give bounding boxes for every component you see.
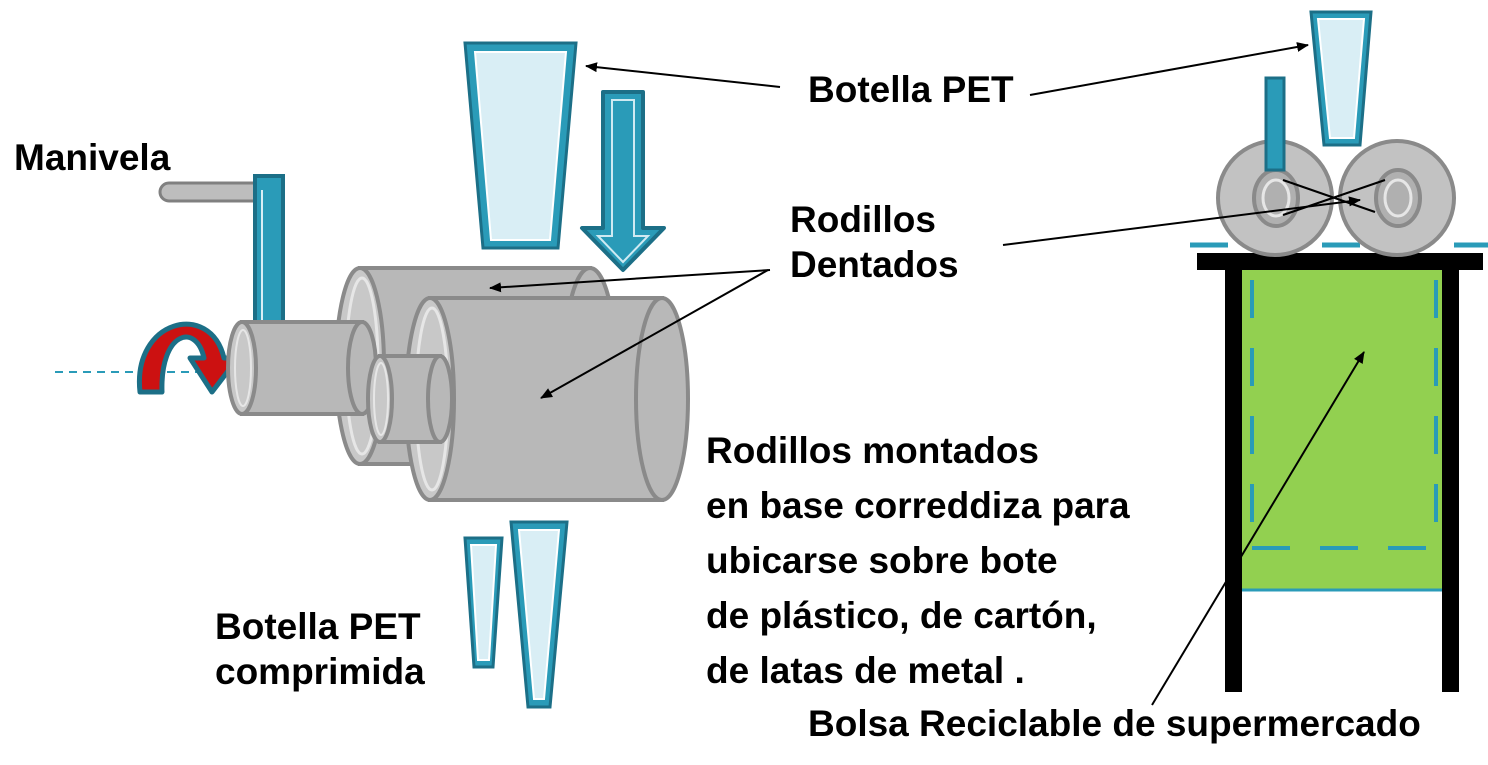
label-bolsa-reciclable: Bolsa Reciclable de supermercado bbox=[808, 703, 1421, 744]
feed-down-arrow-icon bbox=[580, 90, 666, 272]
leader-rodillos-to-side-rollers bbox=[1002, 196, 1361, 246]
pet-bottle-icon bbox=[463, 41, 578, 250]
side-roller-right bbox=[1338, 139, 1456, 257]
leader-botella-pet-to-side-bottle bbox=[1029, 42, 1309, 96]
label-manivela: Manivela bbox=[14, 137, 171, 178]
leader-rodillos-to-back-roller bbox=[489, 269, 771, 293]
label-botella-pet: Botella PET bbox=[808, 69, 1014, 110]
leader-rodillos-to-front-roller bbox=[540, 269, 769, 399]
label-rodillos-montados: Rodillos montados en base correddiza par… bbox=[706, 430, 1130, 691]
supermarket-bag-outline bbox=[1250, 280, 1438, 550]
front-roller-shaft bbox=[366, 354, 454, 444]
leader-cross-b bbox=[1282, 179, 1386, 216]
recycling-bin-frame bbox=[1197, 253, 1483, 692]
leader-botella-pet-to-bottle bbox=[585, 62, 781, 88]
compressed-pet-bottle-icon bbox=[463, 520, 569, 709]
leader-lines bbox=[489, 42, 1386, 706]
crank-shaft bbox=[226, 320, 378, 416]
crank-arm bbox=[253, 174, 285, 332]
rotation-arrow-icon bbox=[137, 321, 241, 395]
pet-bottle-side-view-icon bbox=[1309, 10, 1373, 147]
label-botella-pet-comprimida: Botella PET comprimida bbox=[215, 606, 425, 692]
leader-cross-a bbox=[1282, 179, 1376, 213]
leader-bolsa-to-bag bbox=[1151, 351, 1365, 706]
side-crank-arm bbox=[1264, 76, 1286, 172]
label-rodillos-dentados: Rodillos Dentados bbox=[790, 199, 959, 285]
